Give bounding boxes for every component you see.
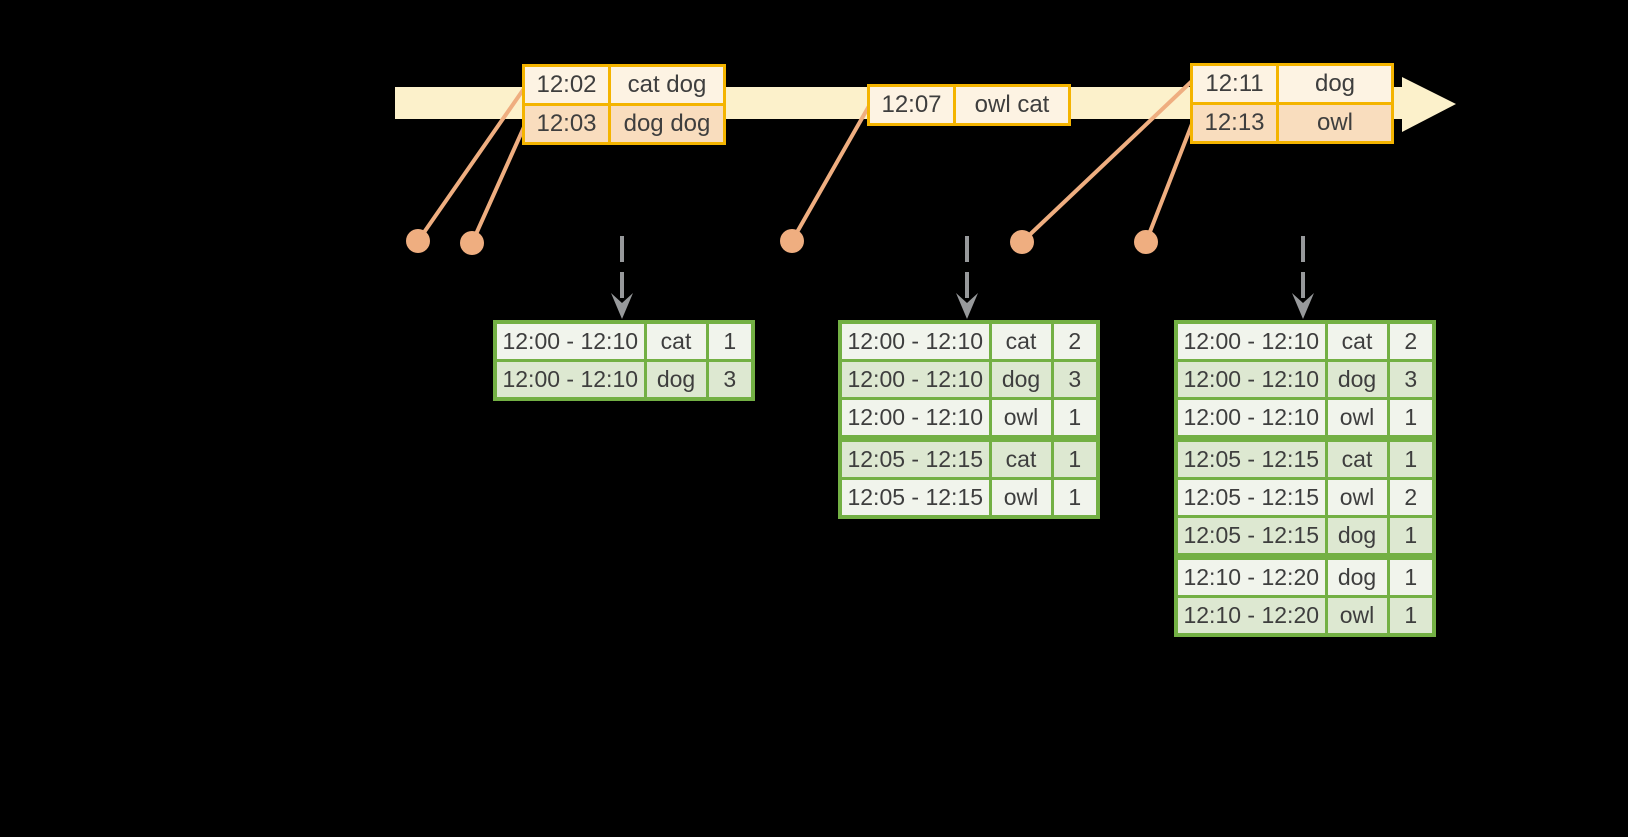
count-cell: 2 [1386, 320, 1436, 362]
word-cell: cat [643, 320, 709, 362]
word-cell: owl [1324, 595, 1390, 637]
count-cell: 3 [1050, 359, 1100, 400]
arrowhead-down-icon [611, 293, 633, 319]
words-cell: owl cat [953, 84, 1071, 126]
window-cell: 12:00 - 12:10 [493, 359, 647, 401]
count-cell: 1 [1386, 437, 1436, 480]
count-cell: 1 [1050, 437, 1100, 480]
event-dot [406, 229, 430, 253]
word-cell: dog [988, 359, 1054, 400]
window-cell: 12:00 - 12:10 [1174, 320, 1328, 362]
word-cell: dog [643, 359, 709, 401]
window-cell: 12:00 - 12:10 [1174, 397, 1328, 442]
timeline-arrowhead-icon [1402, 77, 1456, 132]
event-dot [780, 229, 804, 253]
window-cell: 12:10 - 12:20 [1174, 595, 1328, 637]
count-cell: 3 [705, 359, 755, 401]
words-cell: dog dog [608, 103, 726, 145]
event-dot [460, 231, 484, 255]
connector-line [790, 104, 871, 243]
connector-line [470, 125, 526, 245]
word-cell: dog [1324, 359, 1390, 400]
window-cell: 12:05 - 12:15 [838, 477, 992, 519]
count-cell: 1 [1050, 477, 1100, 519]
event-dot [1010, 230, 1034, 254]
word-cell: owl [1324, 477, 1390, 518]
window-cell: 12:10 - 12:20 [1174, 555, 1328, 598]
word-cell: owl [988, 477, 1054, 519]
word-cell: dog [1324, 515, 1390, 560]
count-cell: 3 [1386, 359, 1436, 400]
count-cell: 1 [705, 320, 755, 362]
time-cell: 12:11 [1190, 63, 1279, 105]
arrowhead-down-icon [956, 293, 978, 319]
trigger-arrow-icon [1292, 236, 1314, 319]
word-cell: dog [1324, 555, 1390, 598]
time-cell: 12:03 [522, 103, 611, 145]
count-cell: 2 [1050, 320, 1100, 362]
word-cell: owl [988, 397, 1054, 442]
word-cell: cat [1324, 320, 1390, 362]
window-cell: 12:05 - 12:15 [1174, 477, 1328, 518]
time-cell: 12:13 [1190, 102, 1279, 144]
count-cell: 1 [1386, 555, 1436, 598]
count-cell: 1 [1386, 595, 1436, 637]
word-cell: cat [988, 320, 1054, 362]
word-cell: cat [988, 437, 1054, 480]
time-cell: 12:02 [522, 64, 611, 106]
word-cell: cat [1324, 437, 1390, 480]
arrowhead-down-icon [1292, 293, 1314, 319]
time-cell: 12:07 [867, 84, 956, 126]
event-dot [1134, 230, 1158, 254]
connector-line [416, 88, 525, 243]
window-cell: 12:00 - 12:10 [838, 397, 992, 442]
window-cell: 12:05 - 12:15 [1174, 437, 1328, 480]
connector-line [1144, 122, 1194, 244]
count-cell: 1 [1386, 397, 1436, 442]
window-cell: 12:00 - 12:10 [838, 359, 992, 400]
window-cell: 12:05 - 12:15 [1174, 515, 1328, 560]
words-cell: owl [1276, 102, 1394, 144]
window-cell: 12:05 - 12:15 [838, 437, 992, 480]
words-cell: dog [1276, 63, 1394, 105]
word-cell: owl [1324, 397, 1390, 442]
count-cell: 1 [1050, 397, 1100, 442]
window-cell: 12:00 - 12:10 [1174, 359, 1328, 400]
trigger-arrow-icon [956, 236, 978, 319]
trigger-arrow-icon [611, 236, 633, 319]
count-cell: 1 [1386, 515, 1436, 560]
window-cell: 12:00 - 12:10 [838, 320, 992, 362]
window-cell: 12:00 - 12:10 [493, 320, 647, 362]
count-cell: 2 [1386, 477, 1436, 518]
words-cell: cat dog [608, 64, 726, 106]
